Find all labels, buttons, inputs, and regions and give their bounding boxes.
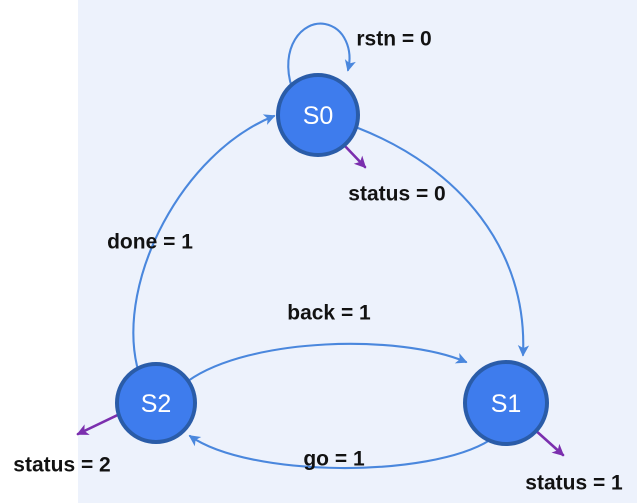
transition-label-rstn: rstn = 0	[356, 28, 431, 51]
state-node-s1[interactable]: S1	[463, 360, 549, 446]
state-node-s2[interactable]: S2	[115, 362, 197, 444]
state-circle-s0[interactable]	[276, 73, 360, 157]
state-label-s2: S2	[141, 390, 172, 418]
output-arrow-s1	[532, 427, 565, 457]
transition-s0-to-s1[interactable]	[356, 126, 530, 357]
transition-label-back: back = 1	[287, 302, 371, 325]
output-arrow-s0	[342, 143, 367, 169]
transition-s1-to-s2-go[interactable]	[188, 434, 492, 470]
output-label-s1: status = 1	[525, 472, 623, 495]
output-label-s0: status = 0	[348, 183, 445, 206]
transition-label-go: go = 1	[303, 448, 365, 471]
state-label-s0: S0	[303, 102, 334, 130]
transition-s0-self-rstn[interactable]	[287, 22, 356, 90]
background-white-strip	[0, 0, 78, 503]
state-label-s1: S1	[491, 390, 522, 418]
transition-s2-to-s0-done[interactable]	[132, 114, 276, 368]
state-circle-s2[interactable]	[115, 362, 197, 444]
transition-label-done: done = 1	[107, 231, 193, 254]
output-label-s2: status = 2	[13, 454, 110, 477]
state-circle-s1[interactable]	[463, 360, 549, 446]
transition-s2-to-s1-back[interactable]	[186, 342, 468, 383]
state-node-s0[interactable]: S0	[276, 73, 360, 157]
